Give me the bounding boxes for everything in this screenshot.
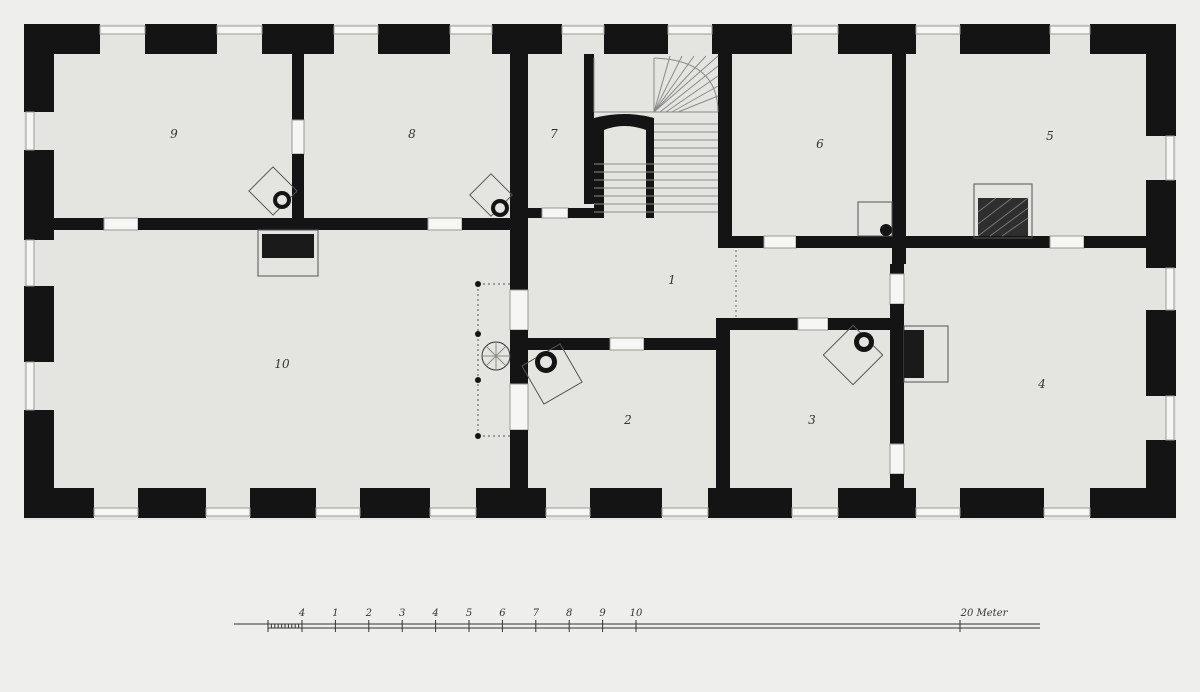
stove-3 <box>521 343 583 405</box>
scale-tick-label: 8 <box>566 608 572 619</box>
stove-4 <box>822 324 949 386</box>
room-label-4: 4 <box>1037 377 1046 391</box>
outer-walls <box>24 24 1176 518</box>
scale-tick-label: 9 <box>599 608 606 619</box>
room-label-7: 7 <box>550 127 558 141</box>
stove-1 <box>248 166 319 277</box>
room-label-2: 2 <box>623 413 632 427</box>
room-label-10: 10 <box>274 357 290 371</box>
scale-tick-label: 4 <box>298 608 305 619</box>
stove-2 <box>469 173 513 217</box>
scale-tick-label: 10 <box>630 608 643 619</box>
scale-tick-label: 7 <box>533 608 540 619</box>
stoves <box>248 166 1033 405</box>
room-label-6: 6 <box>816 137 824 151</box>
scale-tick-label: 6 <box>499 608 506 619</box>
scale-bar: 4 1 2 3 4 5 6 7 8 9 10 20 Meter <box>234 608 1040 632</box>
room-label-3: 3 <box>808 413 816 427</box>
spiral-stair <box>475 250 737 439</box>
scale-tick-label: 5 <box>466 608 472 619</box>
scale-end-label: 20 Meter <box>960 608 1009 619</box>
stove-5 <box>857 183 1033 239</box>
scale-tick-label: 1 <box>332 608 338 619</box>
room-label-9: 9 <box>170 127 178 141</box>
main-staircase <box>593 55 719 213</box>
room-labels: 9 8 7 6 5 1 10 2 3 4 <box>170 127 1054 427</box>
building-footprint <box>24 24 1176 520</box>
scale-tick-label: 2 <box>365 608 372 619</box>
interior-walls <box>54 44 1146 488</box>
room-label-1: 1 <box>668 273 676 287</box>
room-label-8: 8 <box>408 127 416 141</box>
scale-tick-label: 3 <box>399 608 405 619</box>
room-label-5: 5 <box>1046 129 1054 143</box>
scale-tick-label: 4 <box>431 608 438 619</box>
